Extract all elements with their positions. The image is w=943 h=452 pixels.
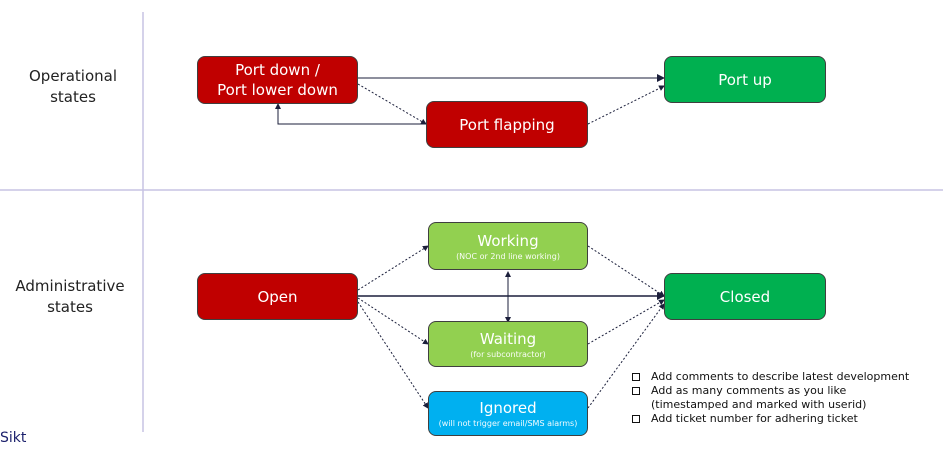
port-up-label: Port up <box>718 70 772 89</box>
arrow-open-to-ignored <box>357 301 429 409</box>
port-down-node: Port down / Port lower down <box>197 56 358 104</box>
working-title: Working <box>477 231 539 250</box>
operational-label-line2: states <box>50 88 96 106</box>
arrow-flapping-to-portdown <box>275 103 426 125</box>
note-text: Add comments to describe latest developm… <box>651 370 910 383</box>
checkbox-icon <box>632 415 640 423</box>
checkbox-icon <box>632 387 640 395</box>
note-item: Add ticket number for adhering ticket <box>632 412 942 426</box>
port-flapping-node: Port flapping <box>426 101 588 148</box>
ignored-subtitle: (will not trigger email/SMS alarms) <box>438 419 578 428</box>
ignored-title: Ignored <box>479 399 537 417</box>
arrow-portdown-to-flapping <box>357 83 427 125</box>
note-text: Add ticket number for adhering ticket <box>651 412 858 425</box>
ignored-node: Ignored (will not trigger email/SMS alar… <box>428 391 588 436</box>
notes-list: Add comments to describe latest developm… <box>632 370 942 426</box>
port-flapping-label: Port flapping <box>459 115 555 134</box>
working-subtitle: (NOC or 2nd line working) <box>456 251 560 261</box>
arrow-ignored-to-closed <box>587 303 665 409</box>
arrow-open-to-waiting <box>357 297 429 345</box>
note-item: Add comments to describe latest developm… <box>632 370 942 384</box>
note-text-line1: Add as many comments as you like <box>651 384 847 397</box>
arrow-flapping-to-portup <box>587 85 665 125</box>
closed-label: Closed <box>719 287 771 306</box>
administrative-label-line2: states <box>47 298 93 316</box>
working-node: Working (NOC or 2nd line working) <box>428 222 588 270</box>
arrow-working-to-closed <box>587 245 665 297</box>
administrative-states-label: Administrative states <box>0 276 140 318</box>
arrow-open-to-working <box>357 245 429 291</box>
waiting-node: Waiting (for subcontractor) <box>428 321 588 367</box>
operational-states-label: Operational states <box>8 66 138 108</box>
closed-node: Closed <box>664 273 826 320</box>
open-label: Open <box>257 287 298 306</box>
note-text: Add as many comments as you like (timest… <box>651 384 866 412</box>
note-text-line2: (timestamped and marked with userid) <box>651 398 867 411</box>
open-node: Open <box>197 273 358 320</box>
port-up-node: Port up <box>664 56 826 103</box>
checkbox-icon <box>632 373 640 381</box>
arrow-waiting-to-closed <box>587 299 665 345</box>
port-down-line2: Port lower down <box>217 81 338 99</box>
waiting-title: Waiting <box>479 329 537 348</box>
operational-label-line1: Operational <box>28 67 117 85</box>
sikt-logo: Sikt <box>0 430 27 446</box>
port-down-line1: Port down / <box>235 61 320 79</box>
waiting-subtitle: (for subcontractor) <box>470 349 546 359</box>
note-item: Add as many comments as you like (timest… <box>632 384 942 412</box>
administrative-label-line1: Administrative <box>15 277 125 295</box>
